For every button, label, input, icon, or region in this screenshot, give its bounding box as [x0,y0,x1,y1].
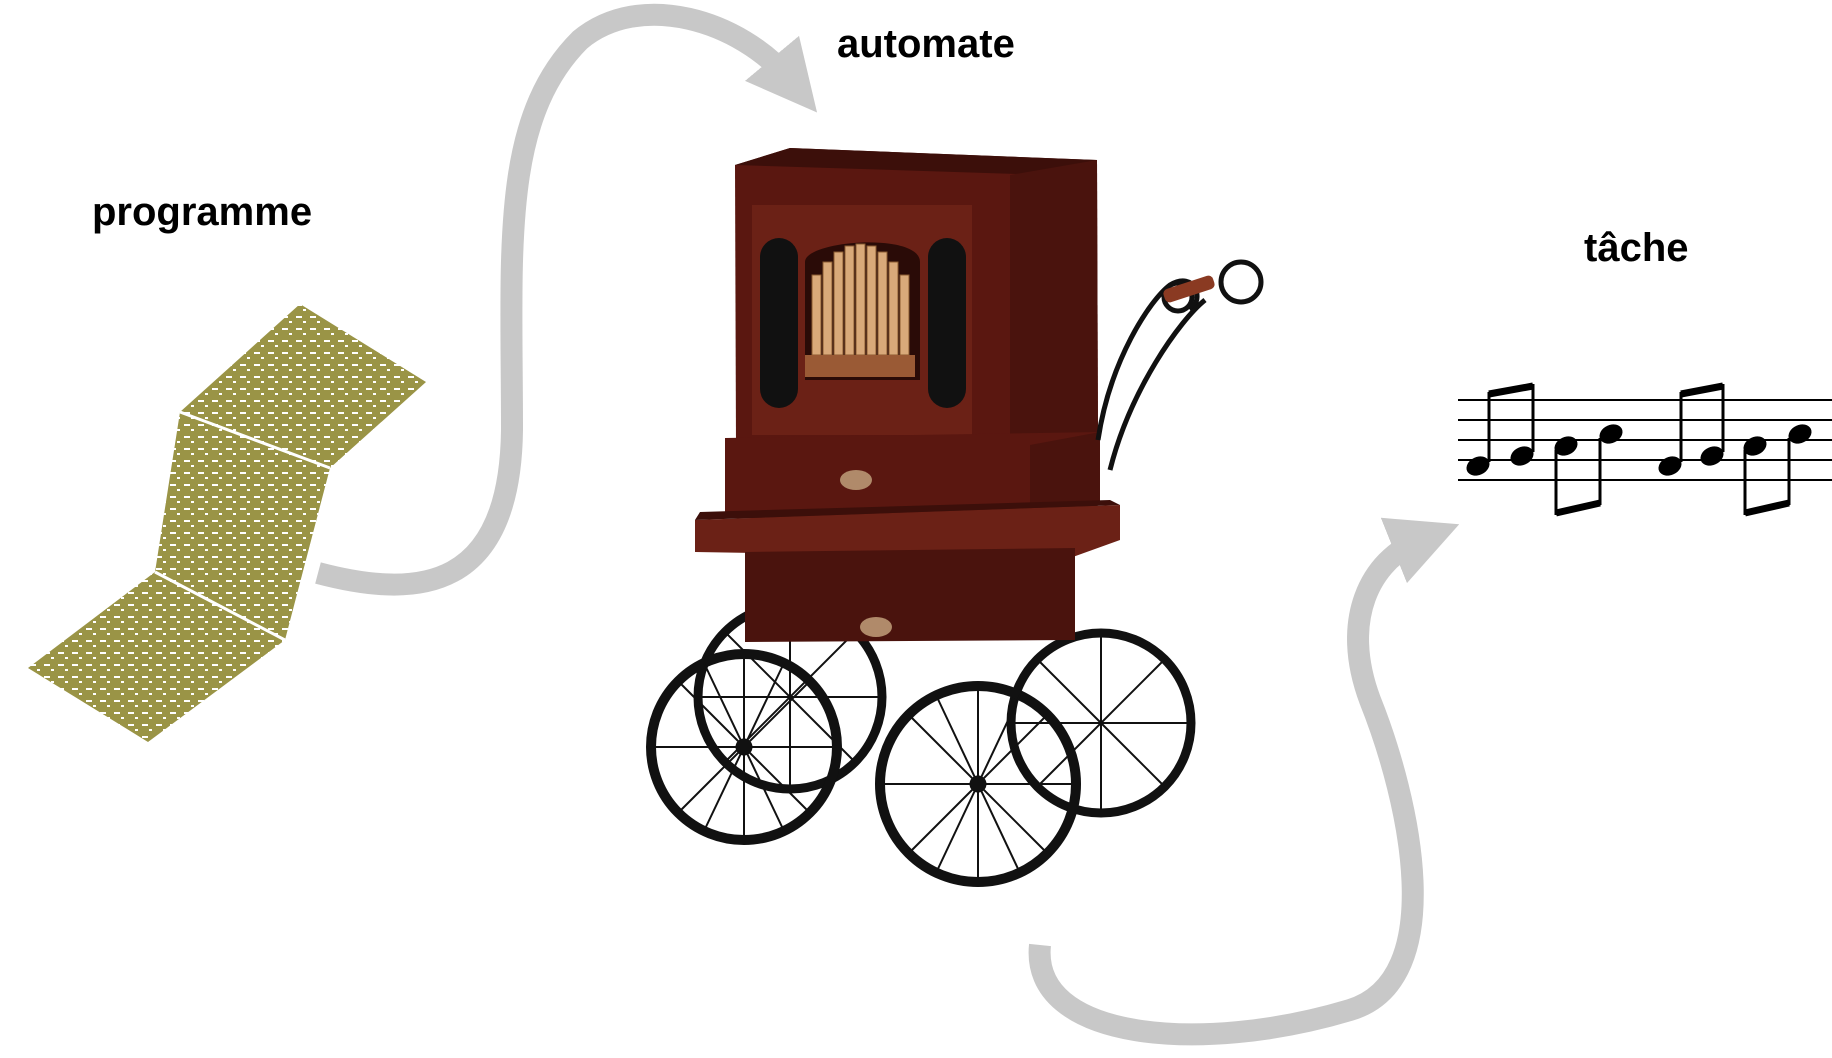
front-wheels [646,649,1081,887]
program-label: programme [92,190,313,234]
beams [1488,382,1790,517]
automaton-label: automate [837,22,1015,66]
staff-lines [1458,399,1832,481]
stems [1487,384,1791,515]
task-label: tâche [1584,226,1689,270]
arrow-automaton-to-task [1028,517,1460,1046]
notes [1466,424,1812,476]
punched-card-icon [28,304,426,742]
barrel-organ-icon [646,148,1264,887]
organ-pipes [811,243,910,356]
curved-arrow-icon [315,3,818,596]
arrow-program-to-automaton [315,3,818,596]
sheet-music-icon [1458,382,1832,517]
curved-arrow-icon [1028,517,1460,1046]
